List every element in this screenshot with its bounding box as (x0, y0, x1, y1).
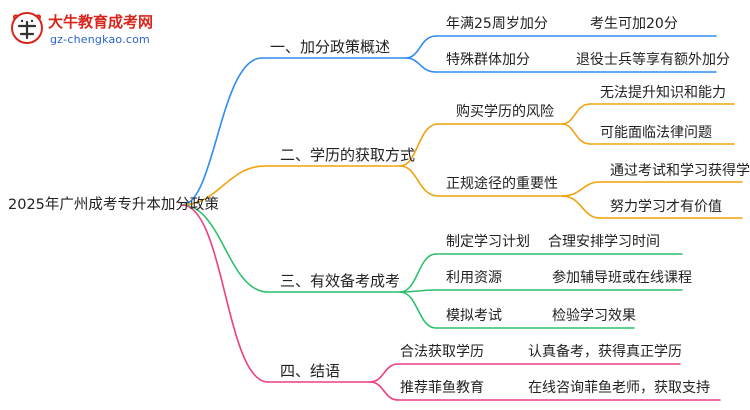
branch-2-child-1-label: 购买学历的风险 (456, 104, 554, 120)
branch-2-child-1-leaf-1-line (561, 103, 591, 125)
branch-4-to-child-2-line (369, 381, 399, 401)
branch-4-title: 四、结语 (280, 362, 341, 380)
branch-2-child-1-leaf-2: 可能面临法律问题 (600, 125, 712, 141)
branch-4-child-2-label: 推荐菲鱼教育 (400, 380, 484, 396)
branch-1-to-child-2-line (405, 57, 437, 73)
branch-2-title: 二、学历的获取方式 (280, 146, 416, 164)
branch-3-to-child-1-line (399, 253, 437, 293)
branch-4-to-child-1-line (369, 363, 399, 383)
branch-2-to-child-1-line (399, 123, 439, 167)
branch-3-child-2-leaf: 参加辅导班或在线课程 (552, 270, 692, 286)
branch-3-connectors (181, 204, 683, 329)
root-to-branch-2-line (181, 165, 266, 206)
branch-3-child-3-label: 模拟考试 (446, 308, 502, 324)
branch-1-child-1-leaf: 考生可加20分 (590, 16, 678, 32)
root-to-branch-3-line (181, 204, 269, 293)
branch-2-child-2-leaf-1-line (561, 181, 601, 197)
branch-2-child-2-label: 正规途径的重要性 (446, 176, 558, 192)
root-to-branch-4-line (181, 204, 269, 383)
branch-3-child-1-leaf: 合理安排学习时间 (548, 234, 660, 250)
branch-3-child-3-leaf: 检验学习效果 (552, 308, 636, 324)
site-logo[interactable]: 大牛教育成考网 gz-chengkao.com (6, 8, 176, 52)
branch-2-connectors (181, 103, 743, 219)
root-to-branch-1-line (181, 57, 263, 206)
branch-2-to-child-2-line (399, 165, 439, 197)
logo-title: 大牛教育成考网 (48, 13, 154, 31)
branch-2-child-2-leaf-2: 努力学习才有价值 (610, 199, 722, 215)
branch-2-child-1-leaf-2-line (561, 123, 591, 145)
branch-1-child-1-label: 年满25周岁加分 (446, 16, 548, 32)
branch-4-child-1-leaf: 认真备考，获得真正学历 (528, 344, 682, 360)
branch-4-child-1-label: 合法获取学历 (400, 344, 484, 360)
branch-1-title: 一、加分政策概述 (270, 38, 391, 56)
branch-1-connectors (181, 35, 717, 206)
bull-mascot-icon (11, 12, 43, 44)
branch-1-child-2-leaf: 退役士兵等享有额外加分 (576, 52, 730, 68)
branch-4-connectors (181, 204, 721, 401)
branch-3-to-child-3-line (399, 291, 437, 329)
branch-2-child-1-leaf-1: 无法提升知识和能力 (600, 85, 726, 101)
branch-4-child-2-leaf: 在线咨询菲鱼老师，获取支持 (528, 380, 710, 396)
branch-3-title: 三、有效备考成考 (280, 272, 401, 290)
mindmap-root: 2025年广州成考专升本加分政策 (8, 197, 219, 213)
logo-url: gz-chengkao.com (50, 33, 150, 46)
branch-2-child-2-leaf-2-line (561, 195, 601, 219)
branch-1-child-2-label: 特殊群体加分 (446, 52, 530, 68)
branch-3-child-2-label: 利用资源 (446, 270, 502, 286)
branch-3-child-1-label: 制定学习计划 (446, 234, 530, 250)
branch-1-to-child-1-line (405, 35, 437, 59)
branch-2-child-2-leaf-1: 通过考试和学习获得学历 (610, 163, 750, 179)
